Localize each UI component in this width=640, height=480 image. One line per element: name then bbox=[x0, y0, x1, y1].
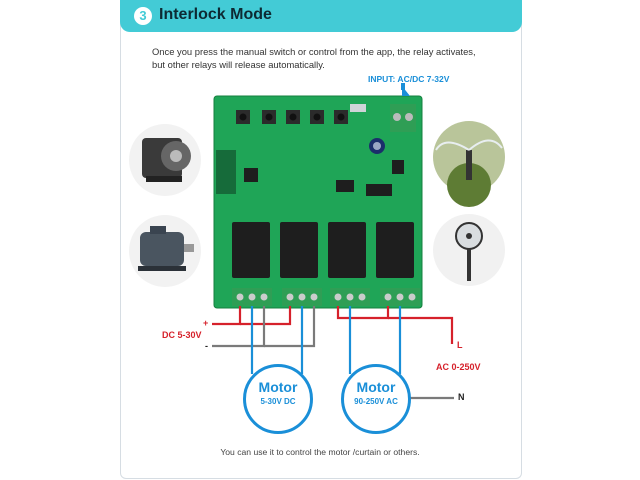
step-number-badge: 3 bbox=[134, 7, 152, 25]
dc-motor-circle: Motor 5-30V DC bbox=[243, 364, 313, 434]
description-line-2: but other relays will release automatica… bbox=[152, 59, 325, 70]
neutral-label: N bbox=[458, 392, 465, 402]
dc-supply-label: DC 5-30V bbox=[162, 330, 202, 340]
capacitor bbox=[369, 138, 385, 154]
section-header: 3 Interlock Mode bbox=[120, 0, 522, 32]
description-line-1: Once you press the manual switch or cont… bbox=[152, 46, 476, 57]
ac-supply-label: AC 0-250V bbox=[436, 362, 481, 372]
input-terminal bbox=[390, 83, 416, 132]
push-buttons bbox=[236, 110, 348, 124]
fan-photo bbox=[433, 214, 505, 286]
live-label: L bbox=[457, 340, 463, 350]
negative-sign: - bbox=[205, 341, 208, 351]
dc-motor-spec: 5-30V DC bbox=[260, 397, 296, 406]
output-terminals bbox=[232, 288, 420, 306]
ac-motor-circle: Motor 90-250V AC bbox=[341, 364, 411, 434]
dc-motor-name: Motor bbox=[258, 379, 298, 395]
positive-sign: + bbox=[203, 318, 209, 328]
description: Once you press the manual switch or cont… bbox=[152, 45, 512, 71]
wifi-module bbox=[216, 150, 236, 194]
section-title: Interlock Mode bbox=[159, 6, 272, 23]
dc-motor-photo bbox=[129, 124, 201, 196]
footer-note: You can use it to control the motor /cur… bbox=[220, 447, 420, 457]
ac-motor-spec: 90-250V AC bbox=[354, 397, 398, 406]
ac-motor-photo bbox=[129, 215, 201, 287]
sprinkler-photo bbox=[433, 121, 505, 207]
chips bbox=[244, 160, 404, 196]
input-voltage-label: INPUT: AC/DC 7-32V bbox=[368, 74, 450, 84]
relays bbox=[232, 222, 414, 278]
ac-motor-name: Motor bbox=[356, 379, 396, 395]
usb-port bbox=[350, 104, 366, 112]
dc-wiring bbox=[212, 306, 316, 374]
